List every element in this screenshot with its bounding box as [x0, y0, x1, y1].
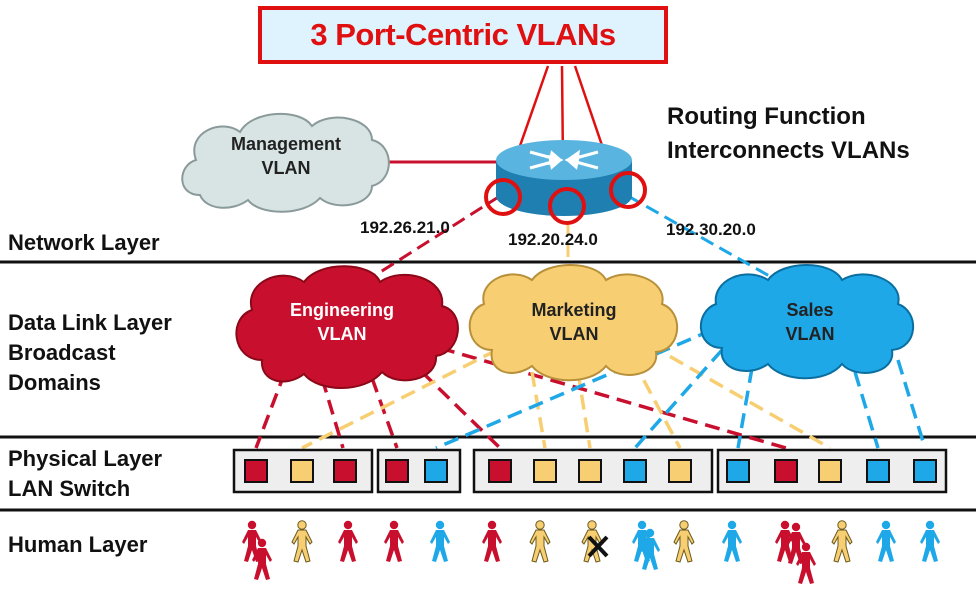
engineering-label-line-1: Engineering [289, 300, 394, 320]
routing-label-line-2: Interconnects VLANs [667, 137, 910, 164]
physical-line-2: LAN Switch [8, 476, 131, 501]
router-port-circle-2 [548, 187, 586, 225]
switch-port-marketing [533, 459, 557, 483]
sales-router-link [627, 194, 781, 284]
sales-label-line-2: VLAN [785, 324, 835, 344]
management-label-line-1: Management [230, 134, 342, 154]
management-label-line-2: VLAN [261, 158, 311, 178]
switch-port-sales [866, 459, 890, 483]
switch-port-marketing [290, 459, 314, 483]
router-port-circle-3 [609, 171, 647, 209]
switch-port-engineering [333, 459, 357, 483]
marketing-label-line-1: Marketing [531, 300, 617, 320]
switch-port-marketing [818, 459, 842, 483]
router-port-circle-1 [484, 178, 522, 216]
network-address-engineering: 192.26.21.0 [360, 218, 450, 237]
switch-port-engineering [385, 459, 409, 483]
user-engineering-icon [482, 520, 502, 562]
eng-router-link [351, 194, 501, 292]
physical-line-1: Physical Layer [8, 446, 163, 471]
lan-switches [232, 448, 948, 494]
network-address-sales: 192.30.20.0 [666, 220, 756, 239]
engineering-cloud [235, 265, 459, 389]
human-layer-label: Human Layer [8, 532, 148, 557]
datalink-line-1: Data Link Layer [8, 310, 172, 335]
datalink-line-3: Domains [8, 370, 101, 395]
switch-port-sales [424, 459, 448, 483]
marketing-label-line-2: VLAN [549, 324, 599, 344]
title-text: 3 Port-Centric VLANs [310, 17, 616, 52]
switch-port-marketing [668, 459, 692, 483]
physical-layer-label: Physical Layer LAN Switch [8, 444, 162, 504]
sales-label-line-1: Sales [786, 300, 834, 320]
user-marketing-icon [673, 520, 695, 563]
switch-port-sales [726, 459, 750, 483]
network-address-marketing: 192.20.24.0 [508, 230, 598, 249]
user-marketing-icon [529, 520, 551, 563]
engineering-label-line-2: VLAN [317, 324, 367, 344]
user-engineering-icon [384, 520, 404, 562]
switch-port-sales [913, 459, 937, 483]
user-sales-icon [920, 520, 940, 562]
user-sales-icon [722, 520, 742, 562]
management-cloud [181, 113, 390, 213]
switch-port-engineering [774, 459, 798, 483]
user-marketing-icon [831, 520, 853, 563]
sales-cloud [700, 264, 914, 380]
disconnected-x-icon [587, 535, 609, 558]
user-marketing-icon [291, 520, 313, 563]
user-sales-icon [430, 520, 450, 562]
routing-label: Routing Function Interconnects VLANs [667, 100, 910, 168]
network-layer-label: Network Layer [8, 230, 160, 255]
switch-port-engineering [488, 459, 512, 483]
user-sales-icon [876, 520, 896, 562]
switch-port-marketing [578, 459, 602, 483]
sales-cloud-label: Sales VLAN [730, 298, 890, 346]
datalink-layer-label: Data Link Layer Broadcast Domains [8, 308, 172, 398]
title-banner: 3 Port-Centric VLANs [258, 6, 668, 64]
datalink-line-2: Broadcast [8, 340, 116, 365]
routing-label-line-1: Routing Function [667, 103, 866, 130]
engineering-cloud-label: Engineering VLAN [262, 298, 422, 346]
marketing-cloud-label: Marketing VLAN [494, 298, 654, 346]
switch-port-sales [623, 459, 647, 483]
marketing-cloud [468, 264, 678, 382]
user-engineering-icon [338, 520, 358, 562]
management-cloud-label: Management VLAN [206, 132, 366, 180]
switch-port-engineering [244, 459, 268, 483]
